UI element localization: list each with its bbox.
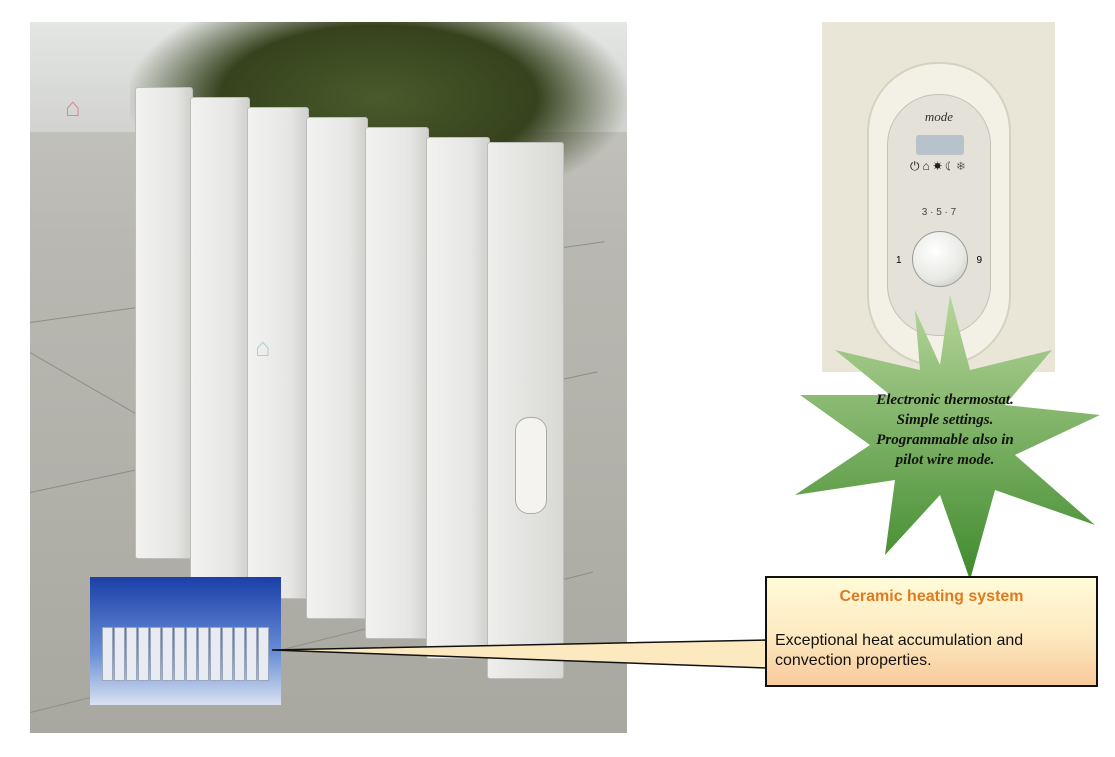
control-panel: [515, 417, 547, 514]
home-watermark-icon: ⌂: [255, 332, 271, 362]
dial-scale: 3 · 5 · 7: [921, 207, 957, 218]
radiator: [135, 82, 565, 682]
temperature-knob: [912, 231, 968, 287]
thermostat-photo: mode ⏻⌂☀☾❄ 3 · 5 · 7 1 9: [822, 22, 1055, 372]
lcd-display: [916, 135, 964, 155]
radiator-fin: [135, 87, 193, 559]
radiator-fin: [306, 117, 368, 619]
star-line: Simple settings.: [896, 412, 994, 428]
star-line: Electronic thermostat.: [876, 392, 1014, 408]
callout-body: Exceptional heat accumulation and convec…: [775, 632, 1024, 669]
radiator-fin: [365, 127, 429, 639]
star-line: pilot wire mode.: [895, 452, 995, 468]
scale-high: 9: [976, 255, 982, 266]
thermostat-panel: mode ⏻⌂☀☾❄ 3 · 5 · 7 1 9: [887, 94, 991, 336]
starburst-shape: [795, 295, 1100, 580]
mode-label: mode: [924, 109, 954, 124]
star-line: Programmable also in: [876, 432, 1014, 448]
home-watermark-icon: ⌂: [65, 92, 81, 122]
radiator-fin: [426, 137, 490, 659]
radiator-fin: [190, 97, 250, 579]
thermostat-body: mode ⏻⌂☀☾❄ 3 · 5 · 7 1 9: [867, 62, 1011, 366]
starburst-text: Electronic thermostat. Simple settings. …: [855, 390, 1035, 470]
callout-title: Ceramic heating system: [839, 588, 1024, 605]
mode-icons: ⏻⌂☀☾❄: [910, 159, 968, 173]
radiator-side: [487, 142, 564, 679]
radiator-photo: ⌂ ⌂: [30, 22, 627, 733]
radiator-fin: [247, 107, 309, 599]
ceramic-element-photo: [90, 577, 281, 705]
scale-low: 1: [896, 255, 902, 266]
callout-box: Ceramic heating system Exceptional heat …: [765, 576, 1098, 687]
